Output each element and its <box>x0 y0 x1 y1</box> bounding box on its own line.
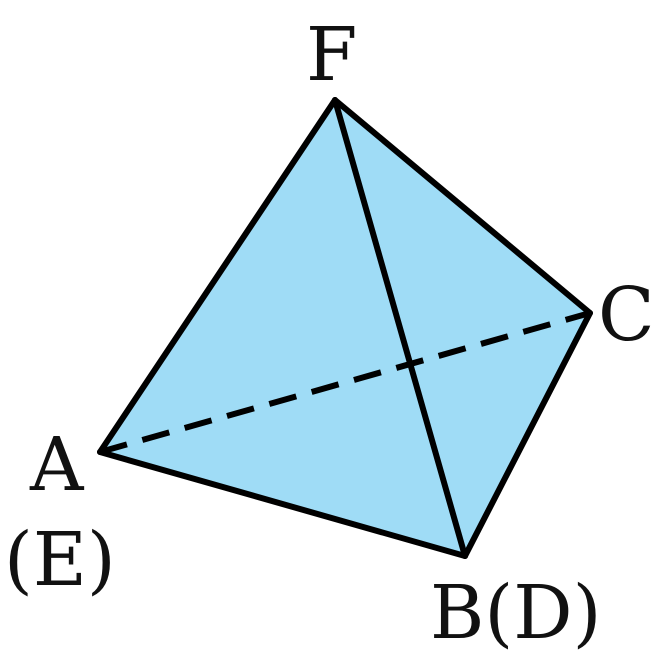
vertex-label-a: A <box>29 422 85 508</box>
face-fab <box>100 100 465 556</box>
face-fbc <box>335 100 590 556</box>
vertex-label-f: F <box>306 12 357 98</box>
vertex-sublabel-e: (E) <box>4 517 116 603</box>
vertex-label-b-d: B(D) <box>430 570 601 656</box>
edge-a-b <box>97 449 468 559</box>
vertex-label-c: C <box>598 272 655 358</box>
edge-b-c <box>462 310 593 559</box>
edge-f-b <box>332 97 468 559</box>
edge-f-c <box>332 97 593 316</box>
edge-f-a <box>97 97 338 455</box>
